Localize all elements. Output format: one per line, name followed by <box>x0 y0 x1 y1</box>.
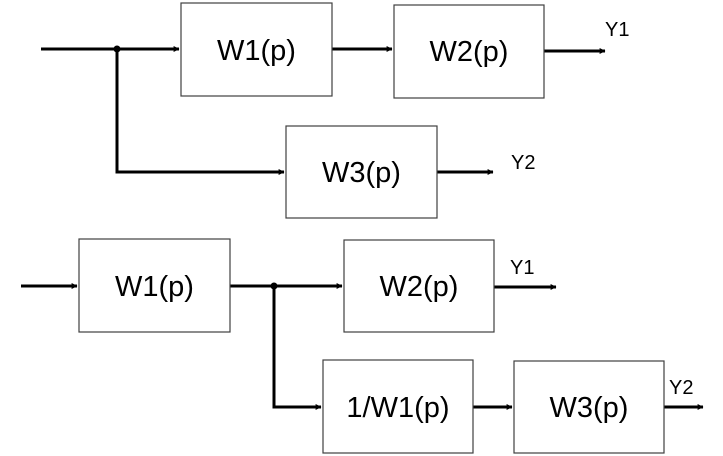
top-block-w1: W1(p) <box>180 2 333 97</box>
bottom-block-w1-label: W1(p) <box>115 271 194 303</box>
top-output-y2-label: Y2 <box>511 152 535 174</box>
bottom-block-w3: W3(p) <box>513 360 665 454</box>
top-scheme: W1(p) W2(p) W3(p) Y1 Y2 <box>41 2 629 219</box>
bottom-block-inverse-w1: 1/W1(p) <box>322 359 474 454</box>
top-block-w2-label: W2(p) <box>430 36 509 68</box>
bottom-scheme: W1(p) W2(p) 1/W1(p) W3(p) Y1 Y2 <box>21 238 704 454</box>
top-block-w1-label: W1(p) <box>217 35 296 67</box>
top-output-y1-label: Y1 <box>605 19 629 41</box>
bottom-block-inverse-w1-label: 1/W1(p) <box>346 392 449 424</box>
bottom-block-w2-label: W2(p) <box>380 271 459 303</box>
top-block-w3: W3(p) <box>285 125 438 219</box>
bottom-block-w1: W1(p) <box>78 238 231 333</box>
bottom-block-w2: W2(p) <box>343 239 495 333</box>
top-block-w2: W2(p) <box>393 4 545 99</box>
bottom-output-y2-label: Y2 <box>669 377 693 399</box>
bottom-branch-wire <box>272 286 322 410</box>
bottom-block-w3-label: W3(p) <box>550 392 629 424</box>
top-block-w3-label: W3(p) <box>322 157 401 189</box>
bottom-output-y1-label: Y1 <box>510 257 534 279</box>
top-branch-wire <box>115 49 285 175</box>
